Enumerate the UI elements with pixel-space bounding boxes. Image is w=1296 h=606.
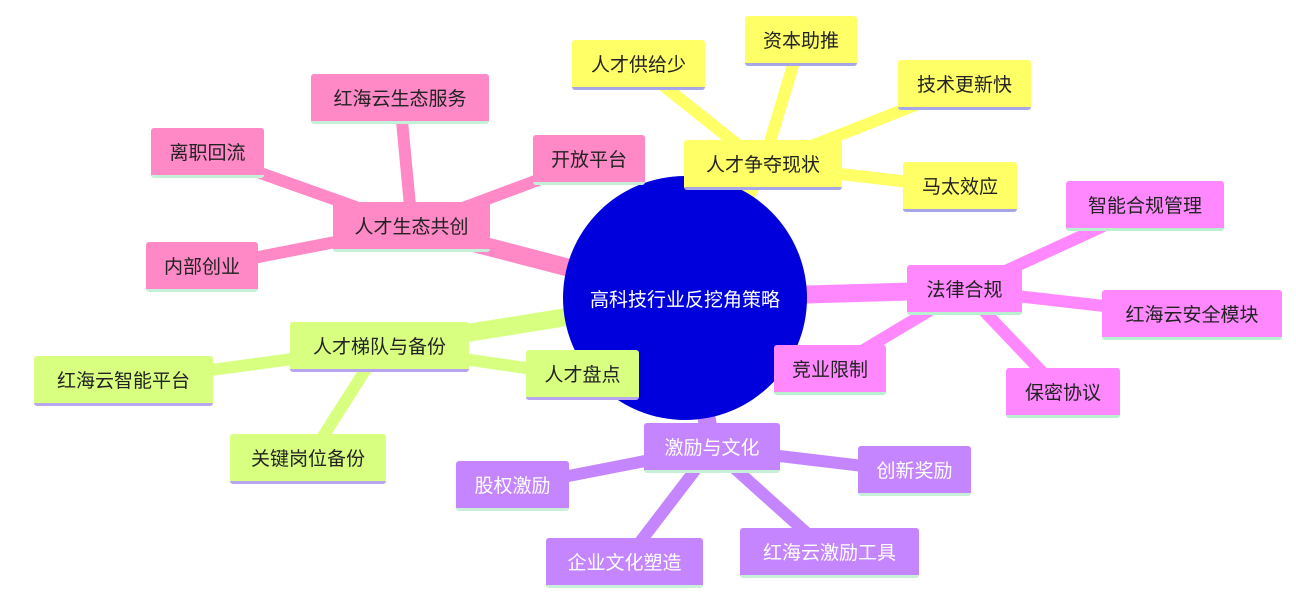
branch-echelon: 人才梯队与备份: [290, 322, 469, 372]
leaf-incentive-culture: 企业文化塑造: [546, 538, 703, 588]
leaf-status-tech: 技术更新快: [898, 60, 1031, 110]
leaf-legal-noncompete: 竞业限制: [774, 345, 886, 395]
leaf-incentive-equity: 股权激励: [456, 461, 569, 511]
branch-ecosystem: 人才生态共创: [333, 202, 490, 252]
leaf-ecosystem-open: 开放平台: [533, 135, 645, 185]
leaf-legal-nda: 保密协议: [1006, 368, 1120, 418]
branch-legal: 法律合规: [907, 265, 1022, 315]
leaf-status-matthew: 马太效应: [903, 162, 1017, 212]
leaf-status-capital: 资本助推: [745, 16, 857, 66]
leaf-incentive-tools: 红海云激励工具: [740, 528, 919, 578]
leaf-echelon-platform: 红海云智能平台: [34, 356, 213, 406]
leaf-legal-compliance: 智能合规管理: [1066, 181, 1224, 231]
leaf-ecosystem-service: 红海云生态服务: [311, 74, 489, 124]
branch-status: 人才争夺现状: [684, 140, 842, 190]
leaf-incentive-innovation: 创新奖励: [858, 446, 971, 496]
leaf-echelon-review: 人才盘点: [526, 350, 639, 400]
leaf-legal-security: 红海云安全模块: [1102, 290, 1282, 340]
leaf-echelon-backup: 关键岗位备份: [230, 434, 386, 484]
leaf-status-supply: 人才供给少: [572, 40, 705, 90]
branch-incentive: 激励与文化: [644, 423, 780, 473]
leaf-ecosystem-startup: 内部创业: [146, 242, 258, 292]
leaf-ecosystem-return: 离职回流: [151, 128, 264, 178]
